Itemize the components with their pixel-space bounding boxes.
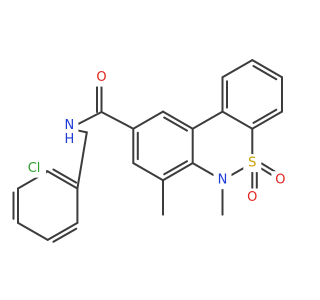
- label-layer: N H O Cl N S O O: [22, 68, 290, 207]
- bond-line-27: [251, 59, 283, 79]
- o-sulfonyl-1-bg: [243, 188, 262, 207]
- bond-line-21: [228, 166, 247, 178]
- bond-line-13: [132, 162, 164, 182]
- atom-n-amide: N: [65, 118, 75, 133]
- s-bg: [243, 154, 262, 173]
- atom-o-sulfonyl-2: O: [275, 173, 285, 188]
- bond-line-11: [100, 111, 135, 130]
- bond-line-8: [76, 129, 88, 134]
- bond-line-0-double: [52, 227, 78, 243]
- bond-line-16: [162, 110, 194, 130]
- bond-line-31: [191, 110, 224, 130]
- bond-line-2-double: [52, 168, 78, 184]
- atom-s: S: [248, 156, 256, 171]
- atom-o-sulfonyl-1: O: [247, 190, 257, 205]
- atom-cl: Cl: [28, 161, 41, 176]
- bond-layer: [12, 59, 283, 243]
- o-carbonyl-bg: [92, 68, 111, 87]
- atom-o-carbonyl: O: [96, 70, 106, 85]
- bond-line-2: [46, 170, 79, 190]
- bond-line-14-double: [163, 160, 188, 176]
- bond-line-14: [162, 162, 194, 182]
- n-amide-bg: [60, 116, 79, 147]
- molecule-svg: N H O Cl N S O O: [12, 59, 290, 243]
- atom-h-amide: H: [65, 132, 75, 147]
- bond-line-23-double: [260, 162, 277, 174]
- bond-line-19: [191, 162, 217, 178]
- bond-line-9: [75, 111, 103, 126]
- bond-line-17: [132, 110, 164, 130]
- bond-line-25: [251, 110, 283, 130]
- atom-n-ring: N: [218, 173, 228, 188]
- bond-line-23: [258, 166, 275, 178]
- bond-line-30: [221, 110, 254, 130]
- o-sulfonyl-2-bg: [271, 171, 290, 190]
- bond-line-25-double: [252, 108, 278, 124]
- bond-line-16-double: [163, 116, 188, 132]
- molecule-diagram: N H O Cl N S O O: [12, 59, 290, 243]
- bond-line-27-double: [252, 65, 278, 81]
- bond-line-7: [76, 131, 88, 190]
- bond-line-5: [17, 221, 49, 241]
- bond-line-28: [221, 59, 254, 79]
- bond-line-0: [46, 221, 79, 241]
- cl-bg: [22, 159, 47, 178]
- n-ring-bg: [213, 171, 232, 190]
